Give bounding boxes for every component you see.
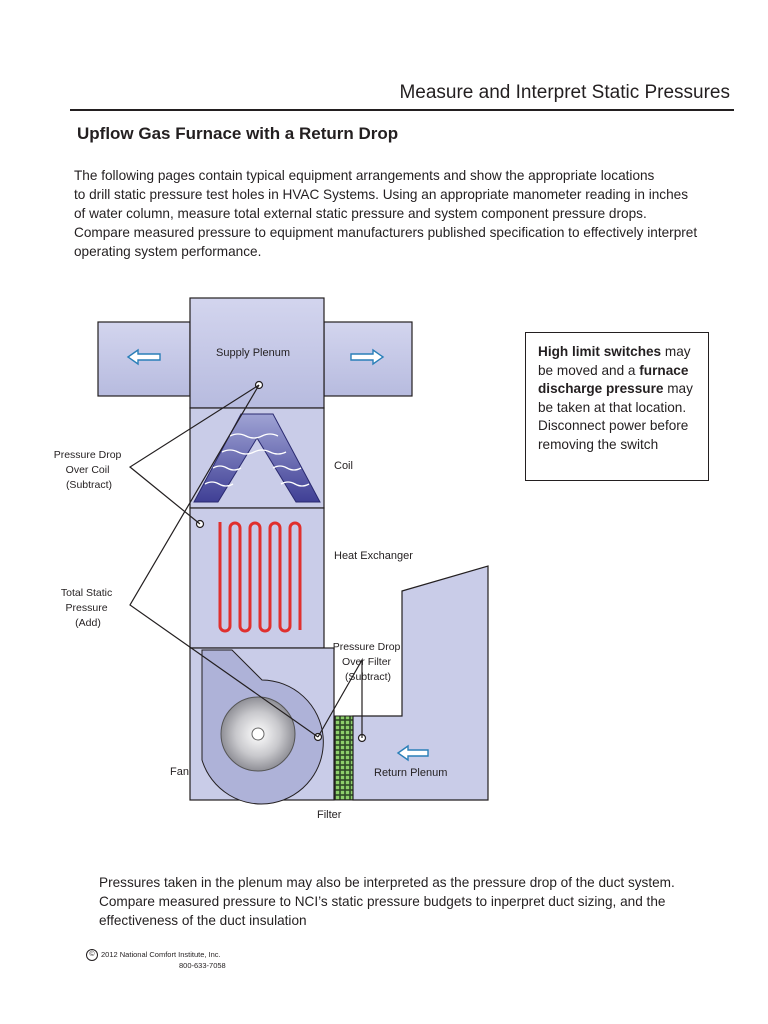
total-static-label: Total Static Pressure (Add) [61, 587, 115, 629]
callout-bold-2: furnace discharge pressure [538, 362, 689, 397]
heat-exchanger-label: Heat Exchanger [334, 550, 413, 562]
footer-paragraph: Pressures taken in the plenum may also b… [99, 873, 719, 930]
copyright: ©2012 National Comfort Institute, Inc. [86, 949, 221, 961]
footer-line: Pressures taken in the plenum may also b… [99, 875, 675, 890]
a-coil [193, 413, 321, 503]
intro-line: The following pages contain typical equi… [74, 168, 655, 183]
supply-plenum-label: Supply Plenum [216, 347, 290, 359]
pressure-drop-coil-label: Pressure Drop Over Coil (Subtract) [54, 449, 125, 491]
high-limit-callout: High limit switches may be moved and a f… [525, 332, 709, 481]
callout-text: High limit switches may be moved and a f… [538, 344, 693, 452]
intro-paragraph: The following pages contain typical equi… [74, 166, 744, 261]
return-plenum [352, 565, 489, 801]
page-header-title: Measure and Interpret Static Pressures [399, 82, 730, 103]
intro-line: of water column, measure total external … [74, 206, 647, 221]
callout-bold-1: High limit switches [538, 344, 662, 359]
intro-line: to drill static pressure test holes in H… [74, 187, 689, 202]
footer-line: effectiveness of the duct insulation [99, 913, 307, 928]
coil-label: Coil [334, 460, 353, 472]
intro-line: operating system performance. [74, 244, 262, 259]
copyright-text: 2012 National Comfort Institute, Inc. [101, 949, 221, 959]
callout-text-2: may be taken at that location. Disconnec… [538, 381, 693, 452]
leader-lines [128, 384, 363, 738]
footer-line: Compare measured pressure to NCI’s stati… [99, 894, 666, 909]
heat-exchanger-coil [218, 521, 302, 633]
return-plenum-label: Return Plenum [374, 767, 447, 779]
copyright-icon: © [86, 949, 98, 961]
header-divider [70, 109, 734, 111]
heat-exchanger-section [189, 507, 325, 649]
arrow-left-icon [396, 744, 429, 762]
phone-number: 800-633-7058 [179, 961, 226, 970]
pressure-drop-filter-label: Pressure Drop Over Filter (Subtract) [333, 641, 404, 683]
callout-text-1: may be moved and a [538, 344, 691, 378]
arrow-right-icon [350, 348, 385, 366]
arrow-left-icon [126, 348, 161, 366]
blower-hub [251, 727, 265, 741]
section-heading: Upflow Gas Furnace with a Return Drop [77, 124, 399, 143]
filter [334, 715, 354, 801]
intro-line: Compare measured pressure to equipment m… [74, 225, 698, 240]
fan-label: Fan [170, 766, 189, 778]
filter-label: Filter [317, 809, 342, 821]
